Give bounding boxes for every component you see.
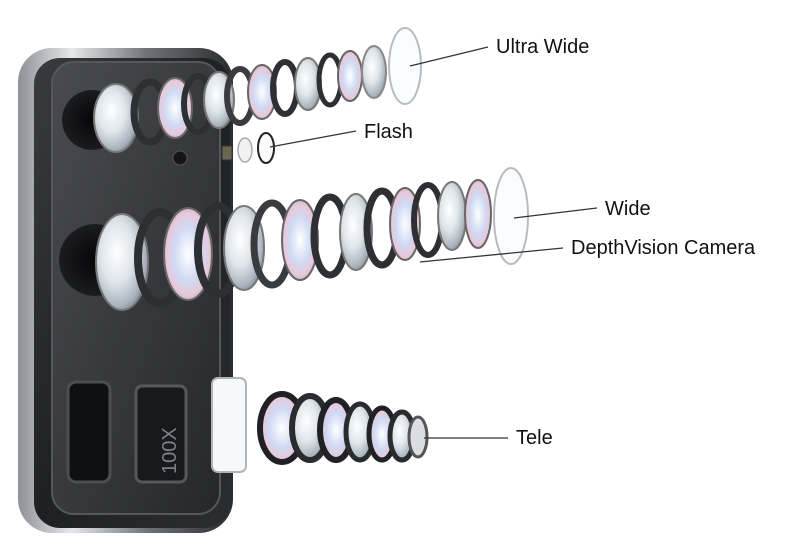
label-flash: Flash bbox=[364, 121, 413, 143]
ultrawide-lens-stack bbox=[93, 27, 422, 153]
label-ultra-wide: Ultra Wide bbox=[496, 36, 590, 58]
flash-cover bbox=[257, 132, 275, 164]
lens-element bbox=[95, 213, 149, 311]
lens-element bbox=[407, 415, 429, 459]
label-depthvision-camera: DepthVision Camera bbox=[571, 237, 756, 259]
lens-element bbox=[339, 193, 373, 271]
tele-prism-cover bbox=[211, 377, 247, 473]
lens-element bbox=[437, 181, 467, 251]
callout-line-wide bbox=[513, 207, 598, 219]
lens-element bbox=[93, 83, 139, 153]
lens-cover-glass bbox=[388, 27, 422, 105]
label-wide: Wide bbox=[605, 198, 651, 220]
flash-element bbox=[237, 137, 253, 163]
label-tele: Tele bbox=[516, 427, 553, 449]
callout-line-ultrawide bbox=[409, 46, 489, 67]
callout-lines bbox=[269, 46, 598, 439]
lens-element bbox=[337, 50, 363, 102]
wide-lens-stack bbox=[95, 167, 529, 311]
lens-element bbox=[464, 179, 492, 249]
phone-body: 100X bbox=[18, 48, 233, 533]
callout-line-depthvision bbox=[419, 247, 564, 263]
lens-element bbox=[281, 199, 319, 281]
flash-module bbox=[221, 132, 275, 164]
callout-line-flash bbox=[269, 130, 357, 148]
phone-tele-window-right bbox=[134, 384, 188, 484]
lens-cover-glass bbox=[493, 167, 529, 265]
lens-element bbox=[361, 45, 387, 99]
phone-flash-hole bbox=[172, 150, 188, 166]
flash-emitter bbox=[221, 145, 233, 161]
tele-lens-stack bbox=[211, 377, 429, 473]
phone-zoom-marking: 100X bbox=[159, 427, 181, 474]
phone-tele-window-left bbox=[66, 380, 112, 484]
